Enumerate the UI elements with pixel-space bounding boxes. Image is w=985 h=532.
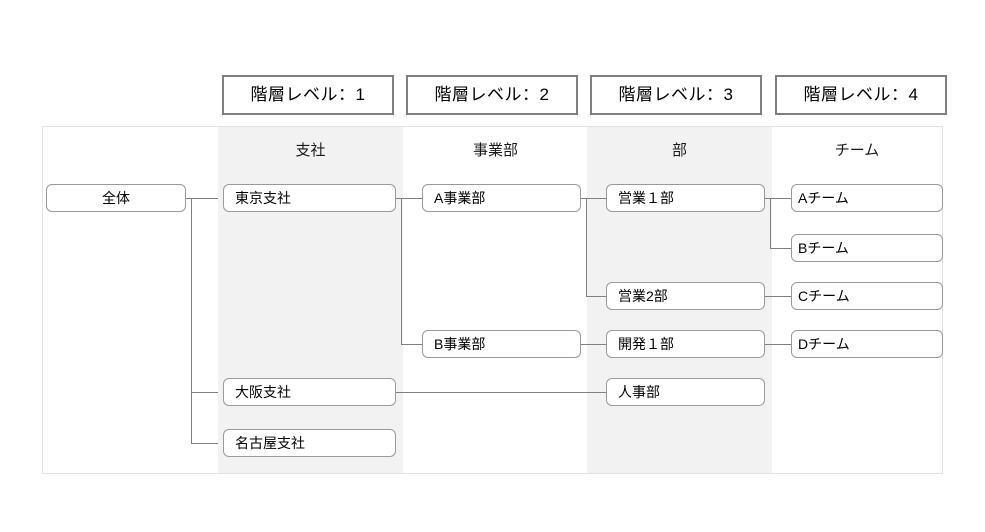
connector-division-a-trunk — [586, 198, 587, 296]
connector-root-trunk — [191, 198, 192, 443]
node-root[interactable]: 全体 — [46, 184, 186, 212]
column-caption-shisha: 支社 — [295, 142, 326, 159]
node-dept-sales1[interactable]: 営業１部 — [606, 184, 765, 212]
level-header-1: 階層レベル：1 — [222, 75, 394, 115]
connector-sales2-to-team-c — [764, 296, 792, 297]
connector-root-stem — [185, 198, 218, 199]
level-header-3: 階層レベル：3 — [590, 75, 762, 115]
connector-tokyo-to-division-b — [401, 344, 423, 345]
level-header-2: 階層レベル：2 — [406, 75, 578, 115]
connector-osaka-to-hr — [395, 392, 607, 393]
connector-sales1-trunk — [770, 198, 771, 248]
connector-division-b-to-dev1 — [580, 344, 607, 345]
node-team-b[interactable]: Bチーム — [791, 234, 943, 262]
node-team-c[interactable]: Cチーム — [791, 282, 943, 310]
connector-root-to-osaka — [191, 392, 218, 393]
node-team-d[interactable]: Dチーム — [791, 330, 943, 358]
connector-sales1-to-team-b — [770, 248, 792, 249]
connector-tokyo-stem — [395, 198, 423, 199]
connector-division-a-stem — [580, 198, 607, 199]
node-division-a[interactable]: A事業部 — [422, 184, 581, 212]
column-caption-jigyoubu: 事業部 — [472, 142, 518, 159]
node-dept-dev1[interactable]: 開発１部 — [606, 330, 765, 358]
connector-division-a-to-sales2 — [586, 296, 607, 297]
node-team-a[interactable]: Aチーム — [791, 184, 943, 212]
connector-sales1-stem — [764, 198, 792, 199]
connector-tokyo-trunk — [401, 198, 402, 344]
node-dept-hr[interactable]: 人事部 — [606, 378, 765, 406]
node-dept-sales2[interactable]: 営業2部 — [606, 282, 765, 310]
chart-panel: 支社 事業部 部 チーム — [42, 126, 943, 474]
connector-root-to-nagoya — [191, 443, 218, 444]
column-band-shisha — [218, 127, 403, 473]
column-caption-bu: 部 — [671, 142, 687, 159]
level-header-4: 階層レベル：4 — [775, 75, 947, 115]
node-branch-tokyo[interactable]: 東京支社 — [223, 184, 396, 212]
column-caption-team: チーム — [834, 142, 880, 159]
node-branch-nagoya[interactable]: 名古屋支社 — [223, 429, 396, 457]
connector-dev1-to-team-d — [764, 344, 792, 345]
node-branch-osaka[interactable]: 大阪支社 — [223, 378, 396, 406]
node-division-b[interactable]: B事業部 — [422, 330, 581, 358]
